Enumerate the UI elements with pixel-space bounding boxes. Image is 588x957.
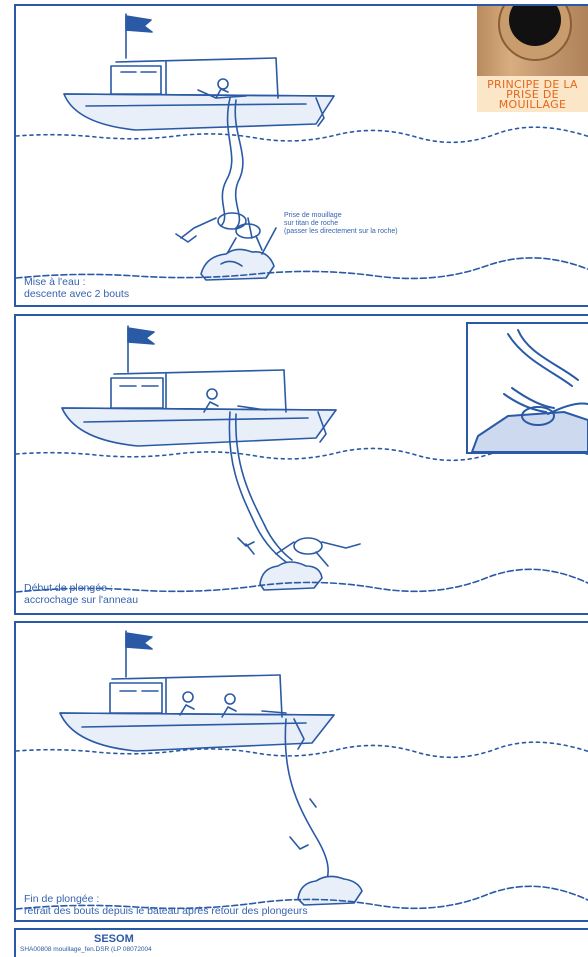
caption-subtitle: accrochage sur l'anneau [24, 594, 138, 606]
diver-icon [238, 538, 254, 554]
boat-icon [64, 58, 334, 130]
note-line: Prise de mouillage [284, 212, 398, 220]
note-line: sur titan de roche [284, 220, 398, 228]
caption-subtitle: retrait des bouts depuis le bateau après… [24, 905, 308, 917]
scene-illustration-3 [16, 623, 588, 924]
mooring-note: Prise de mouillage sur titan de roche (p… [284, 212, 398, 236]
flag-icon [126, 14, 152, 58]
footer: SESOM SHA00808 mouillage_fen.DSR (LP 080… [14, 928, 588, 957]
caption-title: Mise à l'eau : [24, 276, 129, 288]
panel-caption: Mise à l'eau : descente avec 2 bouts [24, 276, 129, 300]
photo-title-line: MOUILLAGE [477, 100, 588, 110]
detail-inset [466, 322, 588, 454]
panel-caption: Début de plongée : accrochage sur l'anne… [24, 582, 138, 606]
mooring-photo: PRINCIPE DE LA PRISE DE MOUILLAGE [477, 6, 588, 112]
panel-debut-plongee: Début de plongée : accrochage sur l'anne… [14, 314, 588, 615]
caption-title: Début de plongée : [24, 582, 138, 594]
flag-icon [126, 631, 152, 677]
ring-knot-detail-icon [468, 324, 588, 452]
diver-icon [176, 213, 252, 242]
note-line: (passer les directement sur la roche) [284, 228, 398, 236]
caption-subtitle: descente avec 2 bouts [24, 288, 129, 300]
boat-icon [62, 370, 336, 446]
photo-title: PRINCIPE DE LA PRISE DE MOUILLAGE [477, 80, 588, 110]
file-reference: SHA00808 mouillage_fen.DSR (LP 08072004 [20, 946, 152, 953]
mooring-ring-icon [477, 6, 588, 76]
panel-fin-plongee: Fin de plongée : retrait des bouts depui… [14, 621, 588, 922]
panel-caption: Fin de plongée : retrait des bouts depui… [24, 893, 308, 917]
flag-icon [128, 326, 154, 372]
sesom-logo: SESOM [94, 933, 134, 945]
boat-icon [60, 675, 334, 751]
caption-title: Fin de plongée : [24, 893, 308, 905]
panel-mise-a-leau: Prise de mouillage sur titan de roche (p… [14, 4, 588, 307]
wood-texture [477, 6, 588, 76]
